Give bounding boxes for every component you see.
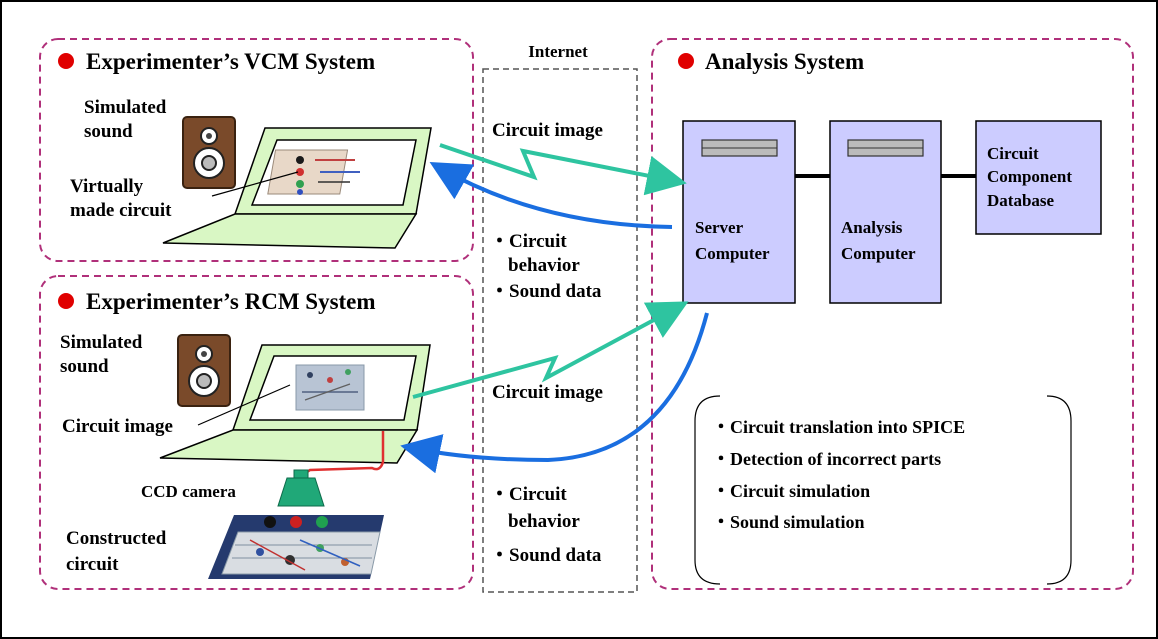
top-behavior-label-line1: ・Circuit xyxy=(490,231,567,252)
ccd-camera-label: CCD camera xyxy=(141,482,236,501)
task-item: ・Sound simulation xyxy=(712,512,865,532)
bottom-behavior-label-line1: ・Circuit xyxy=(490,484,567,505)
vcm-circuit-label-line2: made circuit xyxy=(70,200,172,221)
component-database: Circuit Component Database xyxy=(975,120,1102,235)
vcm-download-arrow xyxy=(429,162,673,229)
vcm-circuit-label-line1: Virtually xyxy=(70,176,144,197)
vcm-dot-icon xyxy=(58,53,74,69)
vcm-laptop-icon xyxy=(162,127,432,249)
rcm-system-box: Experimenter’s RCM System Simulated soun… xyxy=(39,275,474,590)
analysis-label-line1: Analysis xyxy=(841,218,903,237)
db-label-line1: Circuit xyxy=(987,144,1039,163)
db-label-line3: Database xyxy=(987,191,1055,210)
task-item: ・Circuit simulation xyxy=(712,481,870,501)
db-label-line2: Component xyxy=(987,167,1072,186)
vcm-system-box: Experimenter’s VCM System Simulated soun… xyxy=(39,38,474,262)
vcm-upload-arrow xyxy=(439,143,687,196)
server-computer: Server Computer xyxy=(682,120,796,304)
bottom-circuit-image-label: Circuit image xyxy=(492,382,603,403)
camera-cable xyxy=(302,431,385,477)
task-list: ・Circuit translation into SPICE ・Detecti… xyxy=(694,395,1072,585)
vcm-title: Experimenter’s VCM System xyxy=(86,49,375,74)
constructed-label-line1: Constructed xyxy=(66,528,167,549)
vcm-sound-label-line2: sound xyxy=(84,121,133,142)
task-item: ・Circuit translation into SPICE xyxy=(712,417,965,437)
analysis-title: Analysis System xyxy=(705,49,864,74)
rcm-sound-label-line1: Simulated xyxy=(60,332,143,353)
analysis-label-line2: Computer xyxy=(841,244,916,263)
rcm-sound-label-line2: sound xyxy=(60,356,109,377)
rcm-image-label: Circuit image xyxy=(62,416,173,437)
task-item: ・Detection of incorrect parts xyxy=(712,449,941,469)
ccd-camera-icon xyxy=(277,469,325,507)
task-bracket-left xyxy=(694,395,721,585)
vcm-pointer-line xyxy=(211,171,299,197)
top-circuit-image-label: Circuit image xyxy=(492,120,603,141)
server-label-line2: Computer xyxy=(695,244,770,263)
camera-circuit-image-icon xyxy=(295,364,365,411)
virtual-circuit-icon xyxy=(267,149,360,195)
breadboard-icon xyxy=(208,515,384,579)
rcm-dot-icon xyxy=(58,293,74,309)
bottom-behavior-label-line2: behavior xyxy=(508,511,580,532)
analysis-dot-icon xyxy=(678,53,694,69)
task-bracket-right xyxy=(1046,395,1072,585)
rcm-upload-arrow xyxy=(412,301,689,399)
rcm-laptop-icon xyxy=(159,344,431,464)
rcm-pointer-line xyxy=(197,384,291,426)
constructed-label-line2: circuit xyxy=(66,554,119,575)
internet-title: Internet xyxy=(528,42,588,61)
bottom-sound-data-label: ・Sound data xyxy=(490,545,602,566)
analysis-computer: Analysis Computer xyxy=(829,120,942,304)
rcm-download-arrow xyxy=(400,312,709,474)
rcm-speaker-icon xyxy=(177,334,231,407)
top-behavior-label-line2: behavior xyxy=(508,255,580,276)
server-label-line1: Server xyxy=(695,218,744,237)
top-sound-data-label: ・Sound data xyxy=(490,281,602,302)
rcm-title: Experimenter’s RCM System xyxy=(86,289,376,314)
speaker-icon xyxy=(182,116,236,189)
vcm-sound-label-line1: Simulated xyxy=(84,97,167,118)
